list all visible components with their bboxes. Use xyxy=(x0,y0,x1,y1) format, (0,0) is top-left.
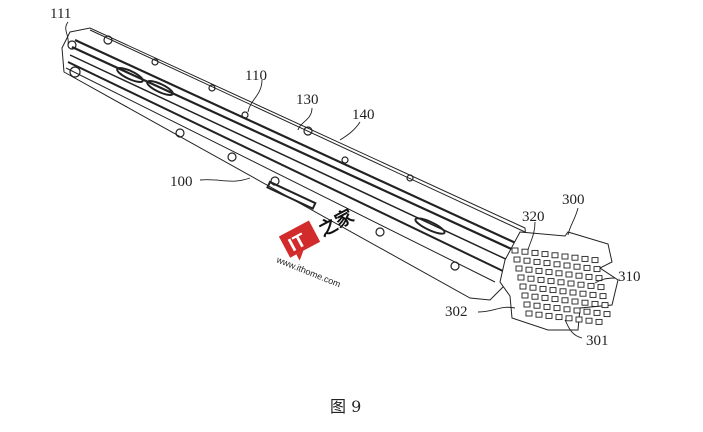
contact-pad xyxy=(565,315,573,322)
contact-pad xyxy=(551,296,559,303)
contact-pad xyxy=(521,248,529,255)
contact-pad xyxy=(553,305,561,312)
contact-pad xyxy=(525,310,533,317)
contact-pad xyxy=(585,273,593,280)
contact-pad xyxy=(543,303,551,310)
watermark-url: www.ithome.com xyxy=(274,254,342,289)
contact-pad xyxy=(511,247,519,254)
label-111: 111 xyxy=(50,6,71,22)
contact-pad xyxy=(537,276,545,283)
contact-pad xyxy=(535,311,543,318)
contact-pad xyxy=(575,316,583,323)
contact-pad xyxy=(585,317,593,324)
contact-pad xyxy=(523,301,531,308)
contact-pad xyxy=(527,275,535,282)
contact-pad xyxy=(531,293,539,300)
contact-pad xyxy=(533,302,541,309)
contact-pad xyxy=(561,297,569,304)
contact-pad xyxy=(571,298,579,305)
reference-labels: 111 110 130 140 100 300 320 310 302 301 xyxy=(50,6,641,349)
label-130: 130 xyxy=(296,92,319,108)
contact-pad xyxy=(545,269,553,276)
label-100: 100 xyxy=(170,174,193,190)
watermark-logo-icon xyxy=(278,220,321,258)
contact-pad xyxy=(521,292,529,299)
contact-pad xyxy=(525,266,533,273)
contact-pad xyxy=(601,302,609,309)
contact-pad xyxy=(589,291,597,298)
contact-pad xyxy=(593,309,601,316)
contact-pad xyxy=(545,312,553,319)
contact-pad xyxy=(531,249,539,256)
contact-pad xyxy=(541,294,549,301)
contact-pad xyxy=(591,257,599,264)
contact-pad xyxy=(557,279,565,286)
contact-pad xyxy=(587,282,595,289)
contact-pad xyxy=(567,280,575,287)
contact-pad xyxy=(551,252,559,259)
rail-assembly-100 xyxy=(61,27,529,301)
contact-pad xyxy=(571,254,579,261)
contact-pad xyxy=(523,257,531,264)
contact-pad xyxy=(581,255,589,262)
figure-caption: 图 9 xyxy=(330,397,362,416)
label-310: 310 xyxy=(618,269,641,285)
contact-pad xyxy=(513,256,521,263)
contact-pad xyxy=(547,278,555,285)
contact-pad xyxy=(561,253,569,260)
contact-pad xyxy=(543,260,551,267)
contact-pad xyxy=(575,272,583,279)
contact-pad xyxy=(549,287,557,294)
contact-pad xyxy=(569,289,577,296)
contact-pad xyxy=(577,281,585,288)
contact-pad xyxy=(563,262,571,269)
contact-pad xyxy=(597,284,605,291)
label-140: 140 xyxy=(352,107,375,123)
contact-pad xyxy=(529,284,537,291)
contact-pad xyxy=(563,306,571,313)
contact-pad xyxy=(583,264,591,271)
grid-plate-300 xyxy=(499,231,619,331)
contact-pad xyxy=(555,314,563,321)
contact-pad xyxy=(599,293,607,300)
contact-pad xyxy=(541,251,549,258)
label-300: 300 xyxy=(562,192,585,208)
contact-pad xyxy=(517,274,525,281)
contact-pad xyxy=(591,300,599,307)
contact-pad xyxy=(553,261,561,268)
contact-pad xyxy=(583,308,591,315)
contact-pad xyxy=(559,288,567,295)
label-110: 110 xyxy=(245,68,267,84)
contact-pad xyxy=(581,299,589,306)
contact-pad xyxy=(573,263,581,270)
contact-pad xyxy=(539,285,547,292)
contact-pad xyxy=(565,271,573,278)
contact-pad xyxy=(533,258,541,265)
contact-pad xyxy=(593,266,601,273)
contact-pad xyxy=(555,270,563,277)
label-302: 302 xyxy=(445,304,468,320)
contact-pad xyxy=(579,290,587,297)
contact-pad xyxy=(603,311,611,318)
contact-pad xyxy=(515,265,523,272)
label-320: 320 xyxy=(522,209,545,225)
ithome-watermark: IT 之家 www.ithome.com xyxy=(274,204,358,289)
contact-pad xyxy=(595,318,603,325)
contact-pad xyxy=(535,267,543,274)
contact-pad xyxy=(519,283,527,290)
contact-pad xyxy=(573,307,581,314)
leader-lines xyxy=(65,21,616,339)
label-301: 301 xyxy=(586,333,609,349)
